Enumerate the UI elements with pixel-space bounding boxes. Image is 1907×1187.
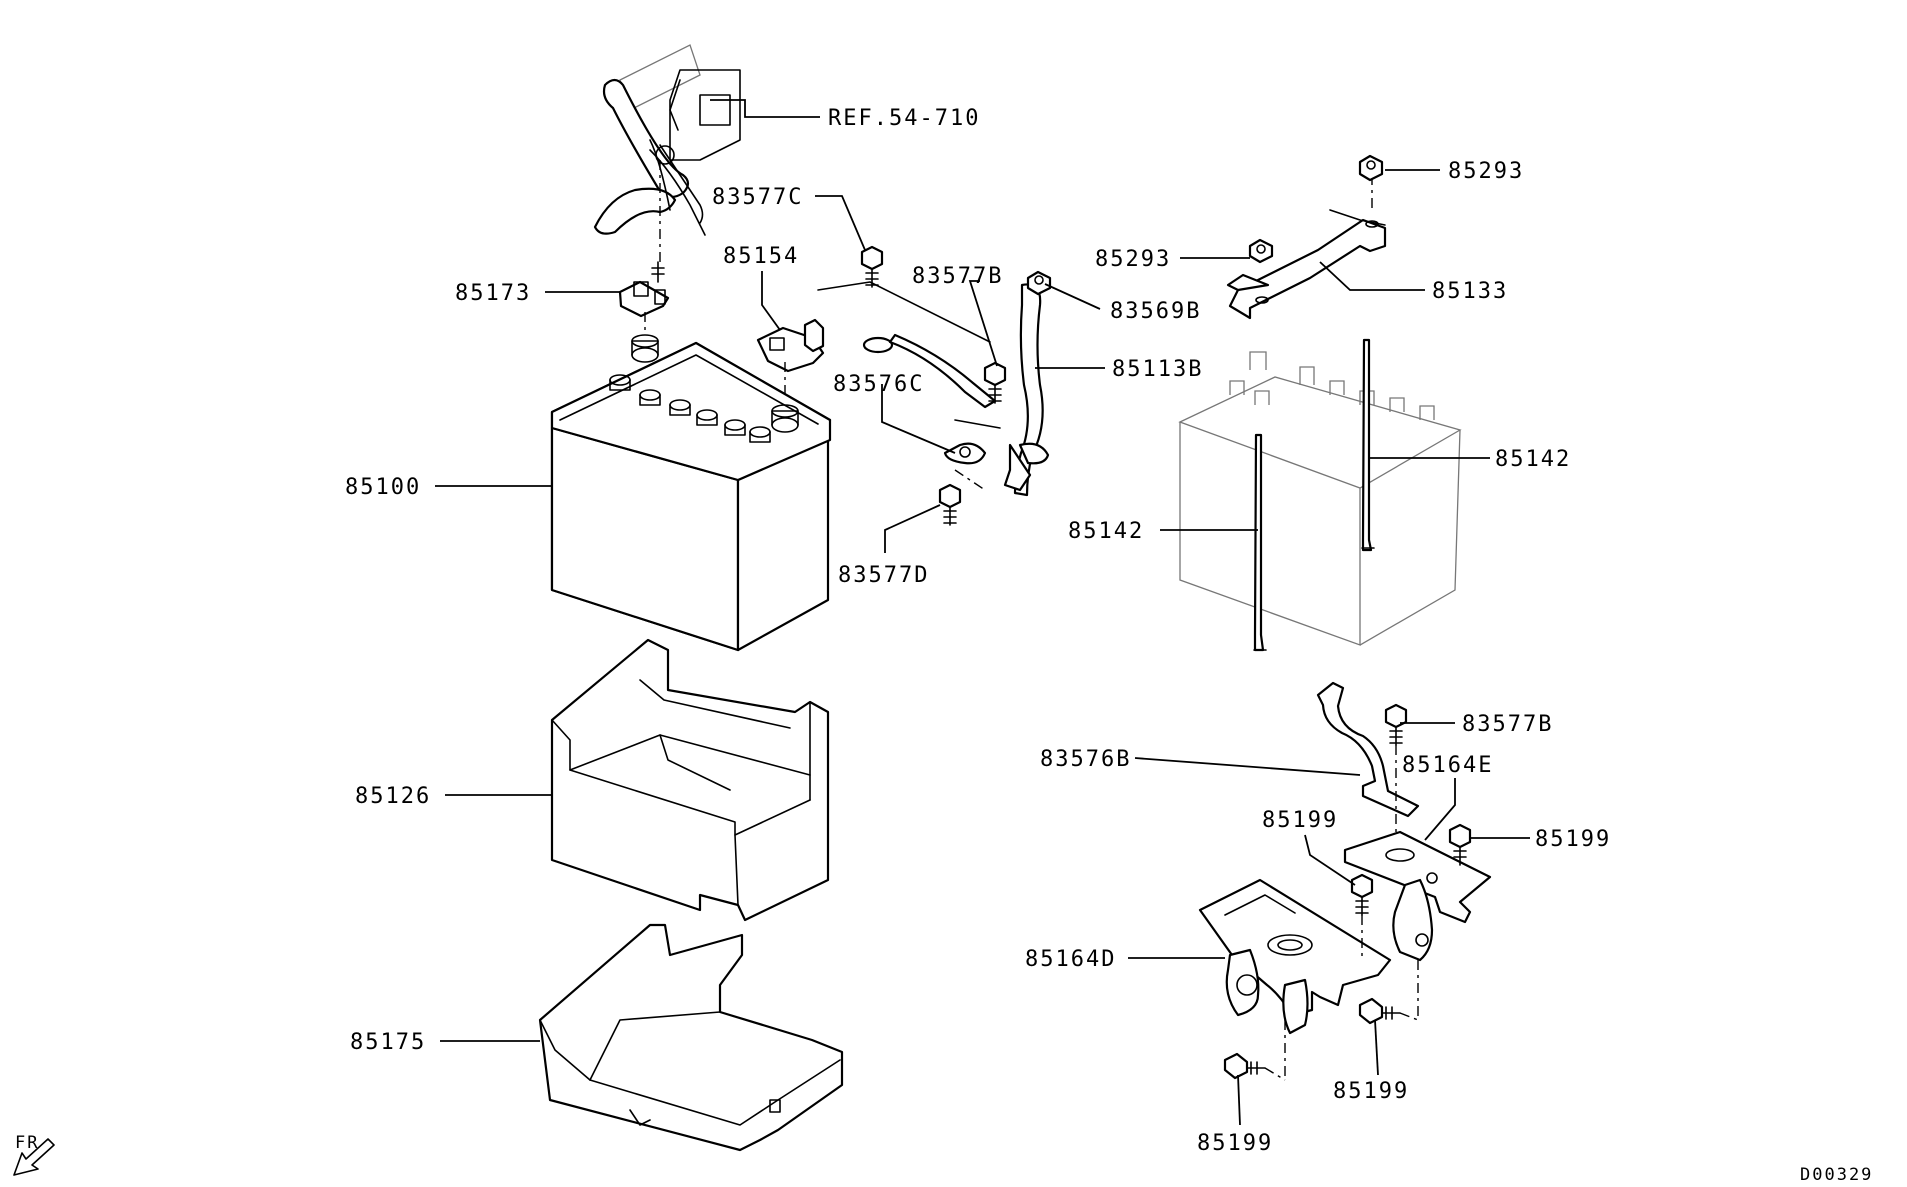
terminal-85154 xyxy=(756,318,825,398)
battery-tray-85126 xyxy=(550,638,830,922)
drawing-number: D00329 xyxy=(1800,1165,1873,1185)
callout-85126: 85126 xyxy=(355,784,431,809)
bolt-83577b-top xyxy=(983,361,1007,404)
front-direction-label: FR xyxy=(15,1133,39,1153)
nut-85293-left xyxy=(1248,238,1274,264)
bracket-85164d xyxy=(1198,878,1392,1035)
nut-85293-top xyxy=(1358,154,1384,182)
callout-83577c: 83577C xyxy=(712,185,803,210)
tray-base-85175 xyxy=(538,923,844,1152)
leader-lines xyxy=(435,99,1530,1126)
callout-ref-54-710: REF.54-710 xyxy=(828,106,980,131)
callout-85133: 85133 xyxy=(1432,279,1508,304)
callout-85142-left: 85142 xyxy=(1068,519,1144,544)
callout-85173: 85173 xyxy=(455,281,531,306)
bolt-85199-a xyxy=(1350,873,1374,960)
callout-labels: REF.54-710 85293 85293 83577C 85154 8357… xyxy=(15,106,1873,1185)
callout-85199-b: 85199 xyxy=(1535,827,1611,852)
front-direction-arrow-icon xyxy=(13,1138,55,1176)
callout-85164e: 85164E xyxy=(1402,753,1493,778)
bolt-83577d xyxy=(938,483,962,526)
nut-83569b xyxy=(1026,270,1052,296)
battery-85100 xyxy=(550,334,832,652)
battery-holder-85133 xyxy=(1226,175,1387,320)
bolt-85199-b xyxy=(1448,823,1472,866)
terminal-85173 xyxy=(618,160,670,335)
bolt-83577b-bottom xyxy=(1384,703,1408,845)
callout-83577b-bottom: 83577B xyxy=(1462,712,1553,737)
rod-85142-right xyxy=(1361,338,1375,552)
callout-85199-a: 85199 xyxy=(1262,808,1338,833)
phantom-battery-outline xyxy=(1178,351,1462,646)
callout-85113b: 85113B xyxy=(1112,357,1203,382)
callout-83577b-top: 83577B xyxy=(912,264,1003,289)
bracket-85164e xyxy=(1343,830,1492,962)
bolt-83577c xyxy=(860,245,884,288)
bolt-85199-c xyxy=(1358,960,1419,1025)
callout-85100: 85100 xyxy=(345,475,421,500)
callout-85199-c: 85199 xyxy=(1333,1079,1409,1104)
wiring-harness-ref-54-710 xyxy=(593,44,741,236)
callout-83576c: 83576C xyxy=(833,372,924,397)
bracket-83576b xyxy=(1316,681,1420,818)
callout-85142-right: 85142 xyxy=(1495,447,1571,472)
callout-85175: 85175 xyxy=(350,1030,426,1055)
callout-85293-left: 85293 xyxy=(1095,247,1171,272)
callout-83576b: 83576B xyxy=(1040,747,1131,772)
callout-83569b: 83569B xyxy=(1110,299,1201,324)
callout-85199-d: 85199 xyxy=(1197,1131,1273,1156)
callout-85154: 85154 xyxy=(723,244,799,269)
battery-cable-85113b xyxy=(817,281,1050,497)
callout-85293-top: 85293 xyxy=(1448,159,1524,184)
bolt-85199-d xyxy=(1223,1020,1286,1081)
callout-85164d: 85164D xyxy=(1025,947,1116,972)
rod-85142-left xyxy=(1253,433,1267,652)
callout-83577d: 83577D xyxy=(838,563,929,588)
